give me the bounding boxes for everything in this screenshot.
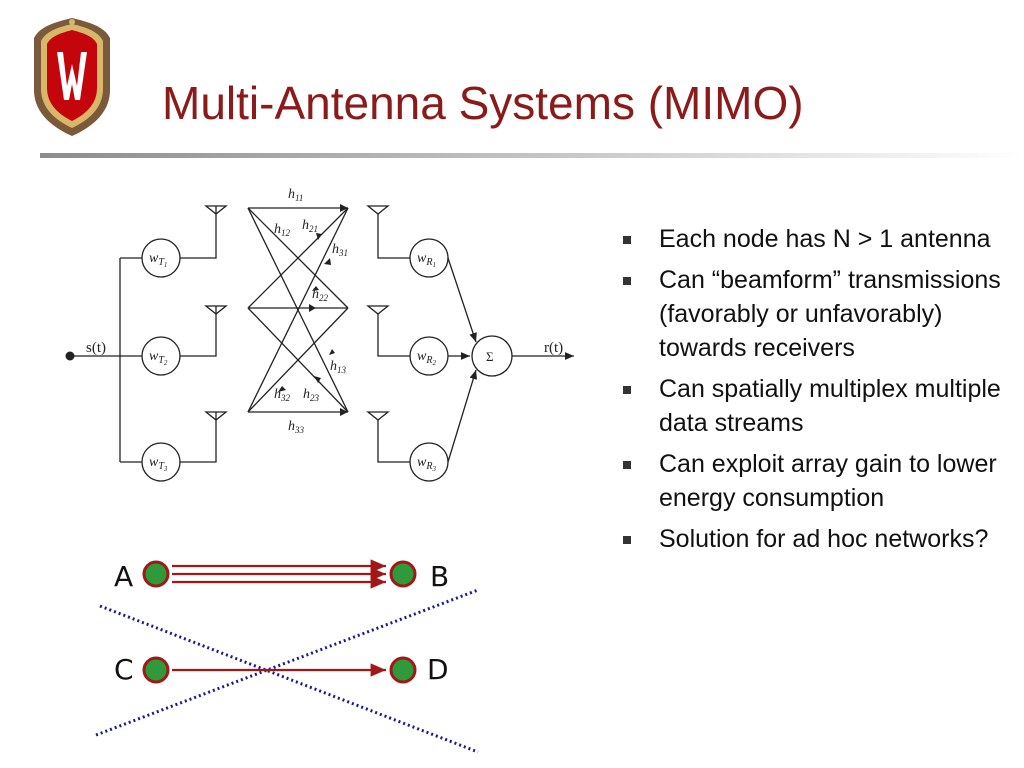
node-d: [389, 656, 417, 684]
node-c: [142, 656, 170, 684]
tx-weight-1: wT1: [149, 251, 167, 269]
bullet-item: Solution for ad hoc networks?: [620, 522, 1015, 556]
output-signal-label: r(t): [544, 340, 563, 356]
title-divider: [40, 153, 1024, 158]
bullet-square-icon: [623, 386, 631, 394]
channel-label-h21: h21: [302, 218, 318, 234]
channel-label-h23: h23: [303, 387, 320, 403]
channel-label-h32: h32: [274, 387, 291, 403]
rx-weight-3: wR3: [417, 455, 436, 473]
node-a-label: A: [114, 560, 133, 593]
bullet-square-icon: [623, 236, 631, 244]
rx-weight-2: wR2: [417, 349, 436, 367]
node-b-label: B: [430, 560, 449, 593]
bullet-square-icon: [623, 461, 631, 469]
channel-label-h31: h31: [332, 242, 348, 258]
node-b: [389, 560, 417, 588]
uw-crest-logo: [34, 18, 110, 136]
mimo-block-diagram: s(t) r(t) Σ wT1 wT2 wT3 wR1 wR2 wR3 h11 …: [65, 187, 574, 482]
channel-label-h33: h33: [288, 419, 305, 435]
channel-label-h13: h13: [330, 359, 347, 375]
interference-lines: [95, 588, 479, 754]
channel-label-h12: h12: [274, 222, 291, 238]
input-signal-label: s(t): [86, 340, 106, 356]
tx-weight-2: wT2: [149, 349, 168, 367]
tx-weight-3: wT3: [149, 455, 168, 473]
channel-label-h11: h11: [288, 187, 303, 203]
bullet-square-icon: [623, 536, 631, 544]
slide-title: Multi-Antenna Systems (MIMO): [162, 77, 804, 129]
channel-label-h22: h22: [312, 287, 329, 303]
bullet-item: Can exploit array gain to lower energy c…: [620, 447, 1015, 515]
bullet-square-icon: [623, 277, 631, 285]
bullet-item: Can “beamform” transmissions (favorably …: [620, 263, 1015, 365]
node-d-label: D: [427, 653, 449, 686]
network-diagram: A B C D: [95, 559, 479, 754]
bullet-list: Each node has N > 1 antenna Can “beamfor…: [620, 222, 1015, 563]
node-c-label: C: [114, 653, 134, 686]
bullet-item: Each node has N > 1 antenna: [620, 222, 1015, 256]
rx-weight-1: wR1: [417, 251, 436, 269]
link-arrows: [172, 559, 386, 677]
bullet-item: Can spatially multiplex multiple data st…: [620, 372, 1015, 440]
node-a: [142, 560, 170, 588]
sum-symbol: Σ: [486, 349, 494, 364]
